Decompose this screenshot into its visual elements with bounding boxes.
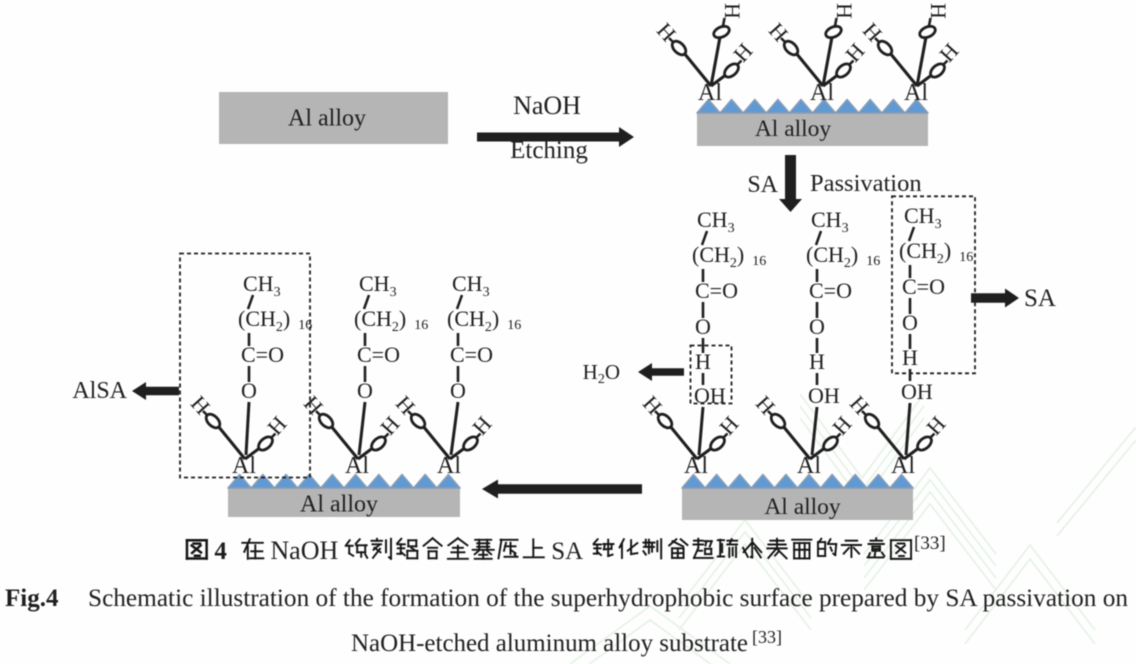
- svg-text:H: H: [926, 3, 951, 19]
- svg-text:SA: SA: [747, 172, 778, 198]
- svg-text:[33]: [33]: [914, 533, 946, 554]
- svg-text:O: O: [241, 378, 257, 403]
- svg-text:Al alloy: Al alloy: [300, 492, 378, 518]
- svg-text:Al alloy: Al alloy: [755, 116, 832, 142]
- svg-text:4: 4: [214, 538, 227, 565]
- svg-text:Schematic illustration of the: Schematic illustration of the formation …: [88, 585, 1128, 612]
- svg-text:H: H: [832, 3, 857, 19]
- svg-text:Al alloy: Al alloy: [288, 106, 366, 132]
- svg-text:O: O: [695, 314, 711, 339]
- svg-text:(CH2)16: (CH2)16: [238, 306, 312, 335]
- svg-text:(CH2)16: (CH2)16: [447, 306, 521, 335]
- svg-text:(CH2)16: (CH2)16: [692, 242, 766, 271]
- svg-text:C=O: C=O: [450, 342, 493, 367]
- svg-text:H: H: [902, 345, 918, 370]
- svg-text:(CH2)16: (CH2)16: [899, 238, 973, 267]
- svg-text:H: H: [809, 349, 825, 374]
- svg-text:AlSA: AlSA: [72, 378, 127, 404]
- svg-text:[33]: [33]: [752, 627, 782, 647]
- svg-text:Passivation: Passivation: [810, 170, 922, 197]
- svg-text:H: H: [720, 3, 745, 19]
- svg-text:NaOH: NaOH: [270, 536, 338, 565]
- svg-text:Fig.4: Fig.4: [5, 585, 59, 612]
- svg-text:C=O: C=O: [695, 278, 738, 303]
- svg-text:O: O: [809, 314, 825, 339]
- svg-text:SA: SA: [551, 538, 583, 565]
- svg-text:C=O: C=O: [357, 342, 400, 367]
- svg-text:Al alloy: Al alloy: [764, 494, 841, 520]
- svg-text:NaOH-etched aluminum alloy sub: NaOH-etched aluminum alloy substrate: [351, 630, 748, 657]
- svg-text:C=O: C=O: [902, 274, 945, 299]
- svg-text:C=O: C=O: [809, 278, 852, 303]
- svg-text:NaOH: NaOH: [513, 91, 581, 120]
- svg-text:O: O: [357, 378, 373, 403]
- svg-text:OH: OH: [808, 383, 840, 408]
- svg-text:Etching: Etching: [510, 137, 588, 164]
- svg-text:H: H: [695, 349, 711, 374]
- svg-text:SA: SA: [1024, 285, 1056, 312]
- svg-text:OH: OH: [901, 379, 933, 404]
- svg-text:O: O: [450, 378, 466, 403]
- svg-text:C=O: C=O: [241, 342, 284, 367]
- svg-text:O: O: [902, 310, 918, 335]
